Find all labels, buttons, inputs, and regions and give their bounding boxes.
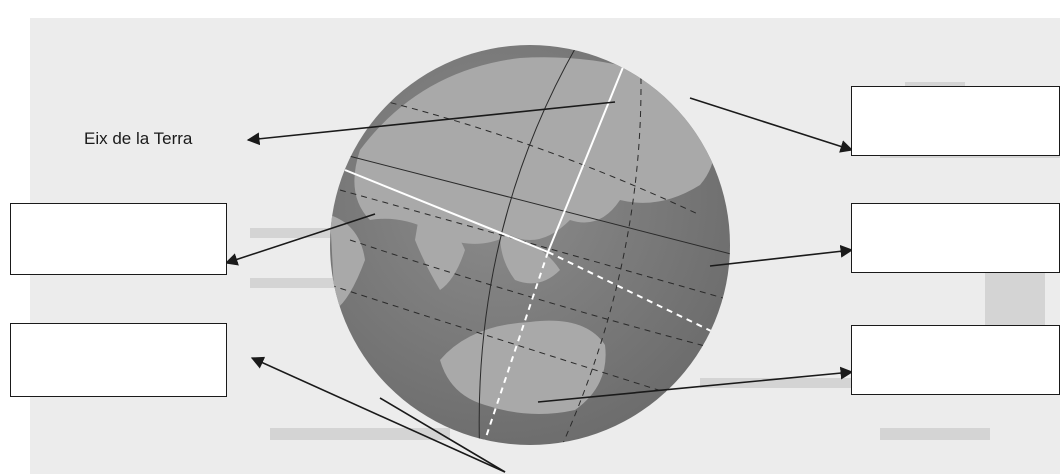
answer-box-bottom-left[interactable] bbox=[10, 323, 227, 397]
earth-axis-label: Eix de la Terra bbox=[84, 129, 192, 149]
answer-box-top-right[interactable] bbox=[851, 86, 1060, 156]
answer-box-middle-right[interactable] bbox=[851, 203, 1060, 273]
answer-box-bottom-right[interactable] bbox=[851, 325, 1060, 395]
answer-box-top-left[interactable] bbox=[10, 203, 227, 275]
